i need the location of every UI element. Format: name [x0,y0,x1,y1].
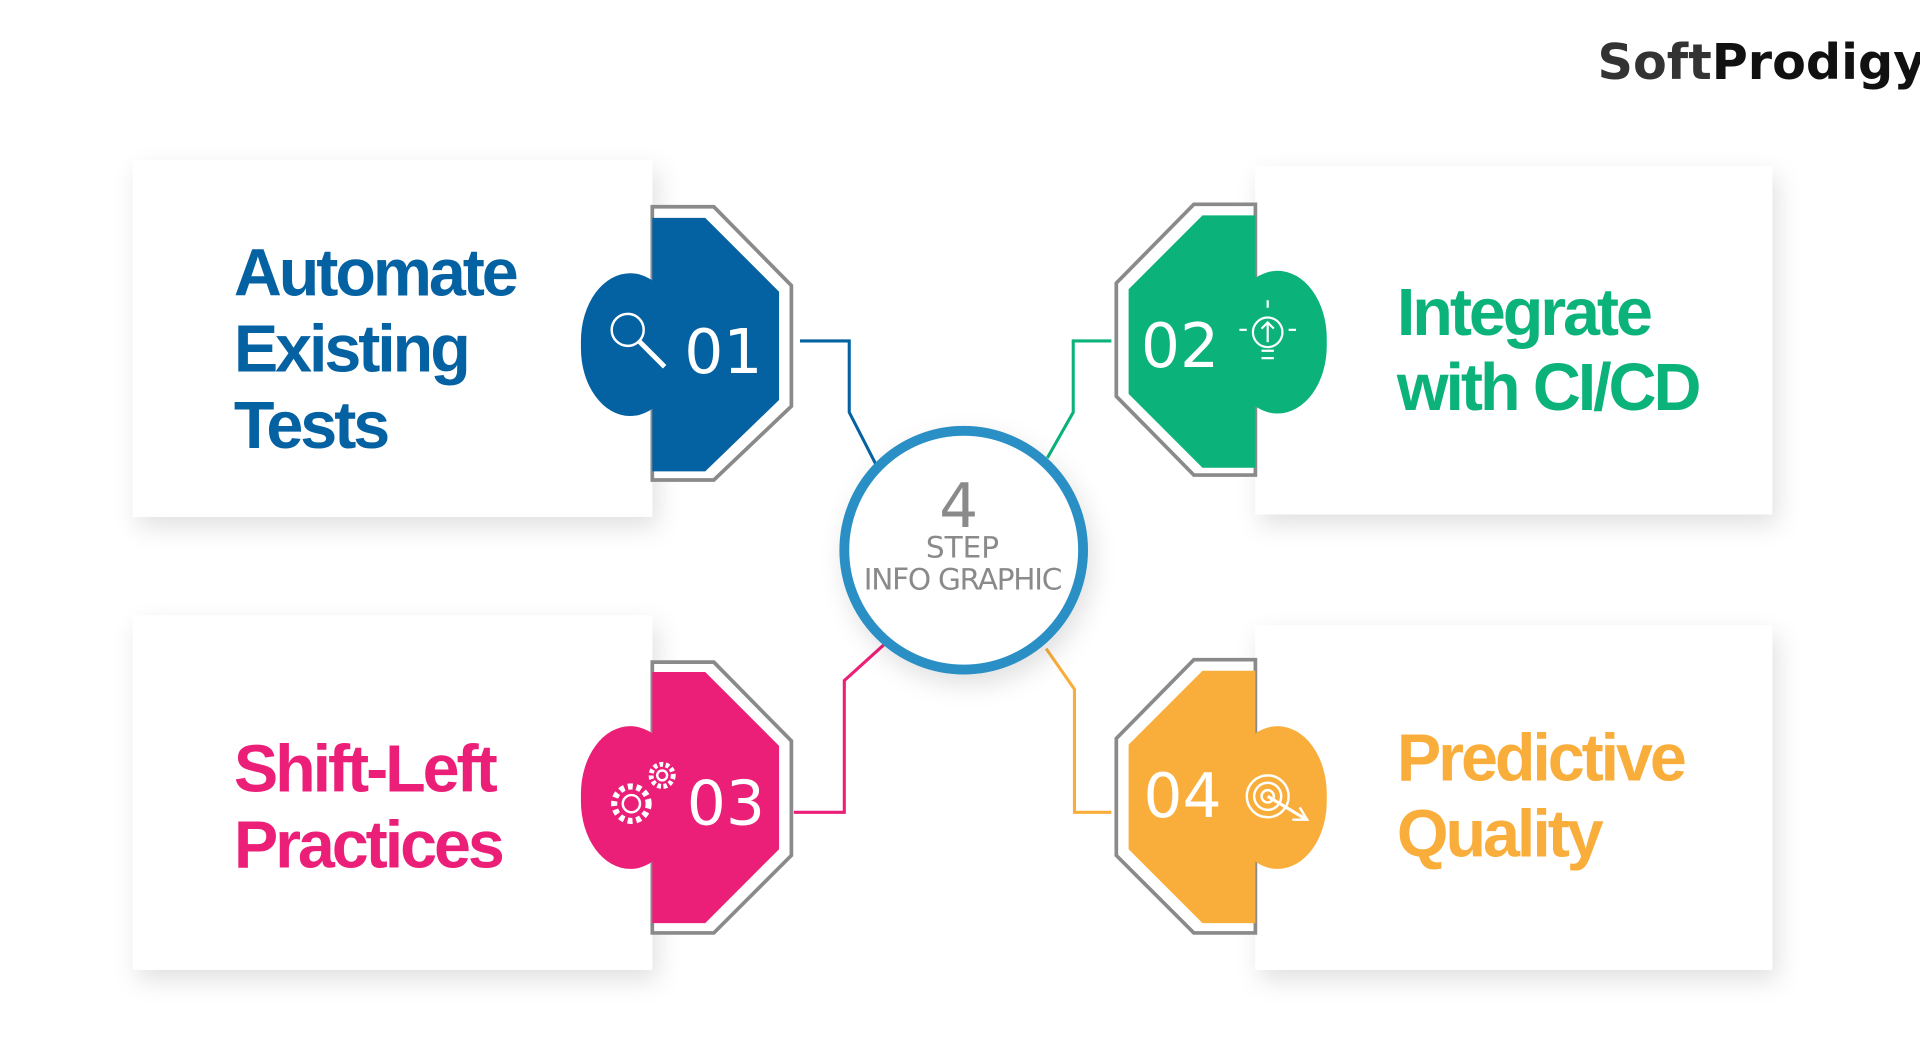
svg-text:SoftProdigy: SoftProdigy [1598,33,1920,91]
center-badge: 4 STEP INFO GRAPHIC [839,425,1088,675]
card-step-1 [132,160,653,517]
title-line: Quality [1397,798,1604,872]
step-title-3: Shift-Left Practices [234,732,506,883]
title-line: Predictive [1397,721,1685,795]
center-infographic-label: INFO GRAPHIC [864,563,1062,597]
step-badge-3: 03 [580,660,794,935]
title-line: Existing [234,313,468,387]
step-badge-2: 02 [1114,202,1327,477]
card-step-2 [1255,166,1773,515]
center-number: 4 [939,470,978,542]
connector-3 [793,643,885,814]
connector-2 [1046,339,1112,459]
step-badge-4: 04 [1114,657,1327,935]
target-icon [1245,774,1310,821]
step-badge-1: 01 [580,204,794,482]
lightbulb-icon [1239,300,1296,360]
title-line: Practices [234,809,503,883]
title-line: Shift-Left [234,732,498,806]
step-title-2: Integrate with CI/CD [1396,276,1703,425]
center-step-label: STEP [926,531,999,565]
connector-1 [800,339,878,466]
step-number-4: 04 [1143,760,1221,832]
softprodigy-logo: SoftProdigy [1598,33,1920,91]
step-number-1: 01 [684,316,762,388]
step-title-1: Automate Existing Tests [234,236,520,463]
title-line: Integrate [1397,276,1651,350]
gears-icon [611,761,676,824]
title-line: with CI/CD [1396,351,1700,425]
connector-4 [1044,647,1112,814]
title-line: Automate [234,236,517,310]
title-line: Tests [234,389,388,463]
step-number-3: 03 [687,768,765,840]
step-title-4: Predictive Quality [1397,721,1688,872]
magnifier-icon [610,312,667,369]
card-step-3 [132,615,653,970]
card-step-4 [1255,625,1773,970]
step-number-2: 02 [1141,310,1219,382]
